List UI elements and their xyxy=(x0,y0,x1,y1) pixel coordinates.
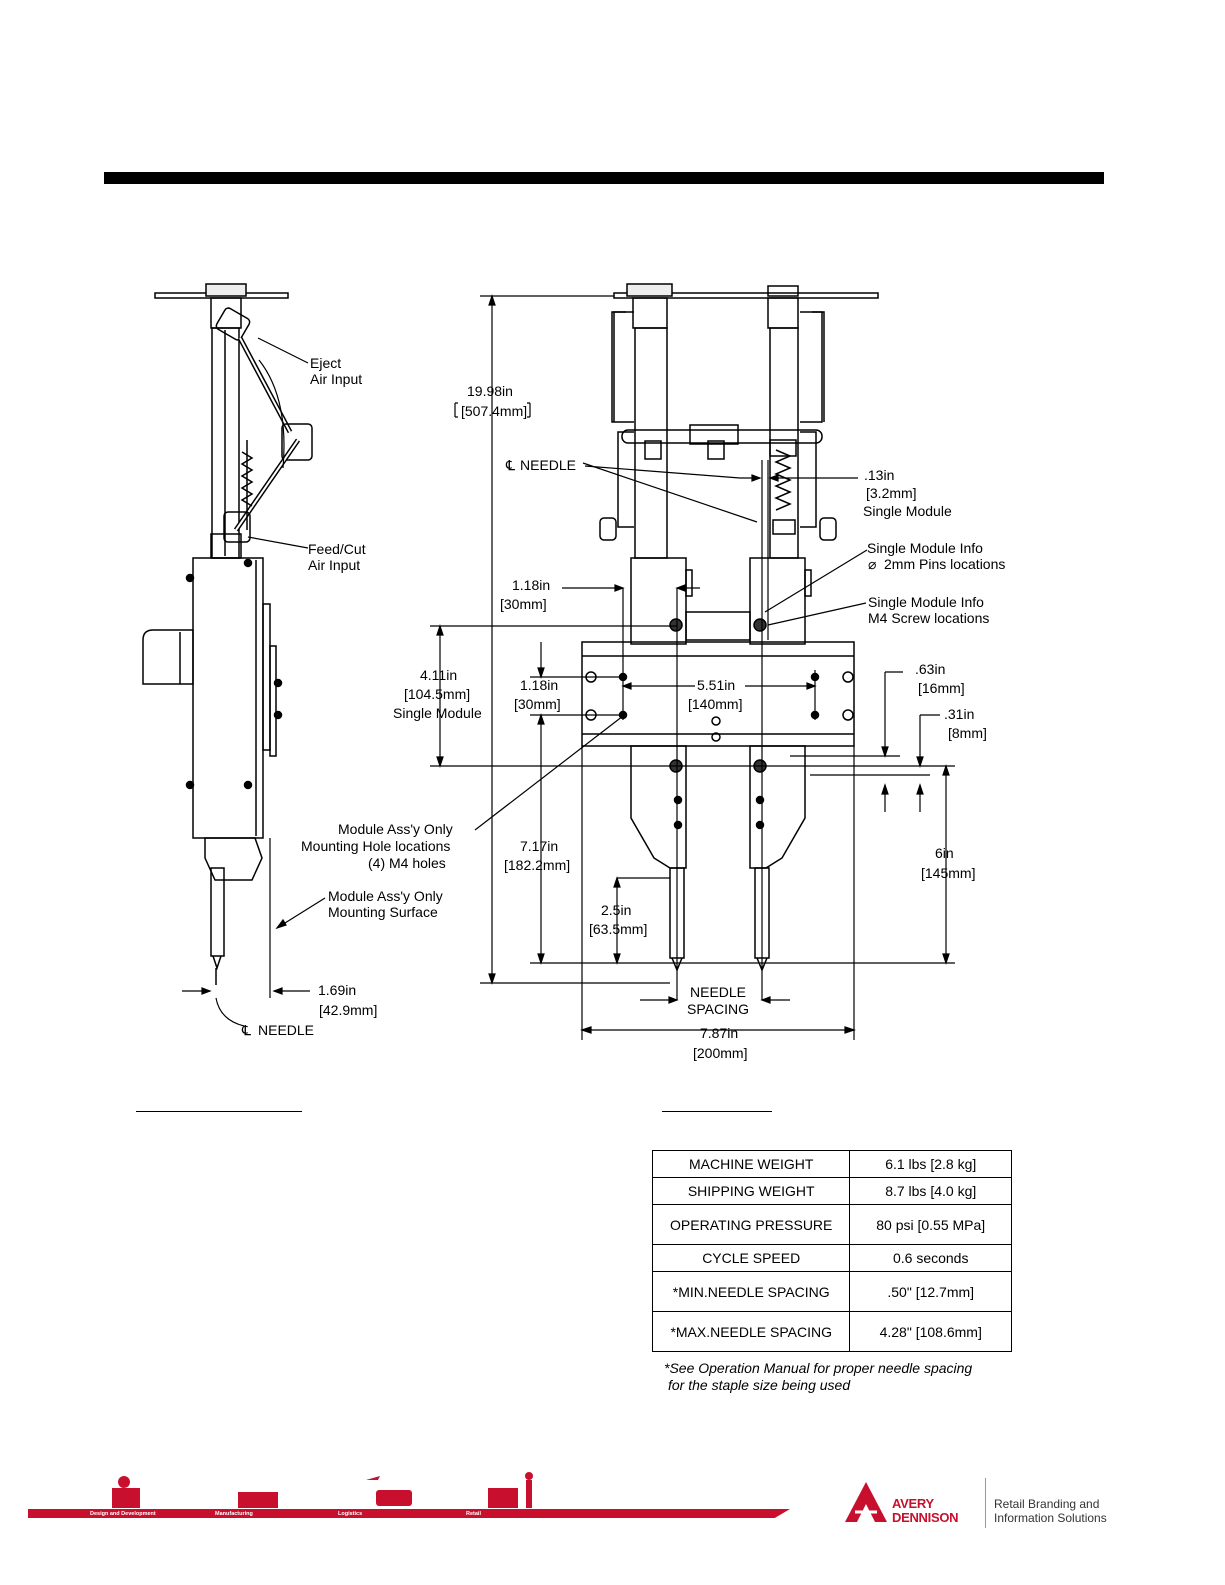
header-rule xyxy=(104,172,1104,184)
spec-value: 4.28" [108.6mm] xyxy=(849,1311,1012,1352)
spacing-note: *See Operation Manual for proper needle … xyxy=(664,1360,972,1394)
table-row: *MIN.NEEDLE SPACING.50" [12.7mm] xyxy=(651,1271,1012,1312)
front-view-machine xyxy=(581,283,879,972)
screws-info-2: M4 Screw locations xyxy=(868,610,989,626)
logo-divider xyxy=(985,1478,986,1528)
pin-offset-mm: [3.2mm] xyxy=(866,485,917,501)
spec-name: *MAX.NEEDLE SPACING xyxy=(651,1311,851,1352)
plane-icon xyxy=(366,1476,380,1480)
eject-label: Eject xyxy=(310,355,341,371)
dim-063-mm: [16mm] xyxy=(918,680,965,696)
note-line-2: for the staple size being used xyxy=(668,1377,851,1393)
holes-label-1: Module Ass'y Only xyxy=(338,821,453,837)
footer-strip xyxy=(28,1509,790,1518)
holes-label-3: (4) M4 holes xyxy=(368,855,446,871)
pins-info-2: 2mm Pins locations xyxy=(884,556,1005,572)
spec-value: 0.6 seconds xyxy=(849,1244,1012,1272)
module-h-mm: [104.5mm] xyxy=(404,686,470,702)
dim-031-mm: [8mm] xyxy=(948,725,987,741)
retail-icon xyxy=(488,1488,518,1508)
surface-label-1: Module Ass'y Only xyxy=(328,888,443,904)
front-view-dimensions xyxy=(430,294,955,1040)
spec-name: MACHINE WEIGHT xyxy=(651,1150,851,1178)
hole-offset-mm: [30mm] xyxy=(514,696,561,712)
top-offset-in: 1.18in xyxy=(512,577,550,593)
center-cl-symbol: ℄ xyxy=(505,457,515,473)
drawing-labels: Eject Air Input Feed/Cut Air Input Modul… xyxy=(241,355,1005,1061)
spec-value: 6.1 lbs [2.8 kg] xyxy=(849,1150,1012,1178)
right-heading-underline xyxy=(662,1111,772,1112)
pin-offset-note: Single Module xyxy=(863,503,952,519)
height-in: 19.98in xyxy=(467,383,513,399)
left-offset-in: 1.69in xyxy=(318,982,356,998)
logo-wordmark: AVERY DENNISON xyxy=(892,1496,959,1525)
dim-717-in: 7.17in xyxy=(520,838,558,854)
dim-6-mm: [145mm] xyxy=(921,865,975,881)
module-h-in: 4.11in xyxy=(420,667,457,683)
dim-25-mm: [63.5mm] xyxy=(589,921,647,937)
center-needle-label: NEEDLE xyxy=(520,457,576,473)
side-view-machine xyxy=(142,283,313,985)
top-offset-mm: [30mm] xyxy=(500,596,547,612)
tagline: Retail Branding and Information Solution… xyxy=(994,1497,1107,1525)
left-heading-underline xyxy=(136,1111,302,1112)
left-offset-mm: [42.9mm] xyxy=(319,1002,377,1018)
left-needle-label: NEEDLE xyxy=(258,1022,314,1038)
module-h-note: Single Module xyxy=(393,705,482,721)
spec-value: 80 psi [0.55 MPa] xyxy=(849,1204,1012,1245)
spec-name: CYCLE SPEED xyxy=(651,1244,851,1272)
dim-25-in: 2.5in xyxy=(601,902,631,918)
spec-name: OPERATING PRESSURE xyxy=(651,1204,851,1245)
dim-6-in: 6in xyxy=(935,845,954,861)
feedcut-air-label: Air Input xyxy=(308,557,360,573)
left-cl-symbol: ℄ xyxy=(241,1022,251,1038)
spec-name: *MIN.NEEDLE SPACING xyxy=(651,1271,851,1312)
needle-spacing-1: NEEDLE xyxy=(690,984,746,1000)
note-line-1: *See Operation Manual for proper needle … xyxy=(664,1360,973,1376)
spec-value: .50" [12.7mm] xyxy=(849,1271,1012,1312)
dim-031-in: .31in xyxy=(944,706,974,722)
category-design: Design and Development xyxy=(90,1511,156,1517)
diameter-symbol: ⌀ xyxy=(868,556,876,572)
hole-offset-in: 1.18in xyxy=(520,677,558,693)
feedcut-label: Feed/Cut xyxy=(308,541,366,557)
category-retail: Retail xyxy=(466,1511,481,1517)
category-logistics: Logistics xyxy=(338,1511,363,1517)
van-icon xyxy=(376,1490,412,1506)
design-icon xyxy=(112,1488,140,1508)
spec-value: 8.7 lbs [4.0 kg] xyxy=(849,1177,1012,1205)
category-manufacturing: Manufacturing xyxy=(215,1511,253,1517)
needle-spacing-2: SPACING xyxy=(687,1001,749,1017)
hole-spacing-mm: [140mm] xyxy=(688,696,742,712)
width-in: 7.87in xyxy=(700,1025,738,1041)
hole-spacing-in: 5.51in xyxy=(697,677,735,693)
holes-label-2: Mounting Hole locations xyxy=(301,838,450,854)
avery-dennison-logo-icon xyxy=(845,1482,887,1522)
technical-drawing: Eject Air Input Feed/Cut Air Input Modul… xyxy=(142,283,1005,1061)
logo-line-2: DENNISON xyxy=(892,1510,959,1525)
pin-offset-in: .13in xyxy=(864,467,894,483)
height-mm: [507.4mm] xyxy=(461,403,527,419)
manufacturing-icon xyxy=(238,1492,278,1508)
tagline-line-2: Information Solutions xyxy=(994,1511,1107,1525)
dim-717-mm: [182.2mm] xyxy=(504,857,570,873)
screws-info-1: Single Module Info xyxy=(868,594,984,610)
spec-name: SHIPPING WEIGHT xyxy=(651,1177,851,1205)
dim-063-in: .63in xyxy=(915,661,945,677)
logo-line-1: AVERY xyxy=(892,1496,934,1511)
side-view-dimensions xyxy=(182,337,326,1027)
eject-air-label: Air Input xyxy=(310,371,362,387)
footer-illustrations xyxy=(112,1472,533,1508)
surface-label-2: Mounting Surface xyxy=(328,904,438,920)
width-mm: [200mm] xyxy=(693,1045,747,1061)
pins-info-1: Single Module Info xyxy=(867,540,983,556)
tagline-line-1: Retail Branding and xyxy=(994,1497,1100,1511)
